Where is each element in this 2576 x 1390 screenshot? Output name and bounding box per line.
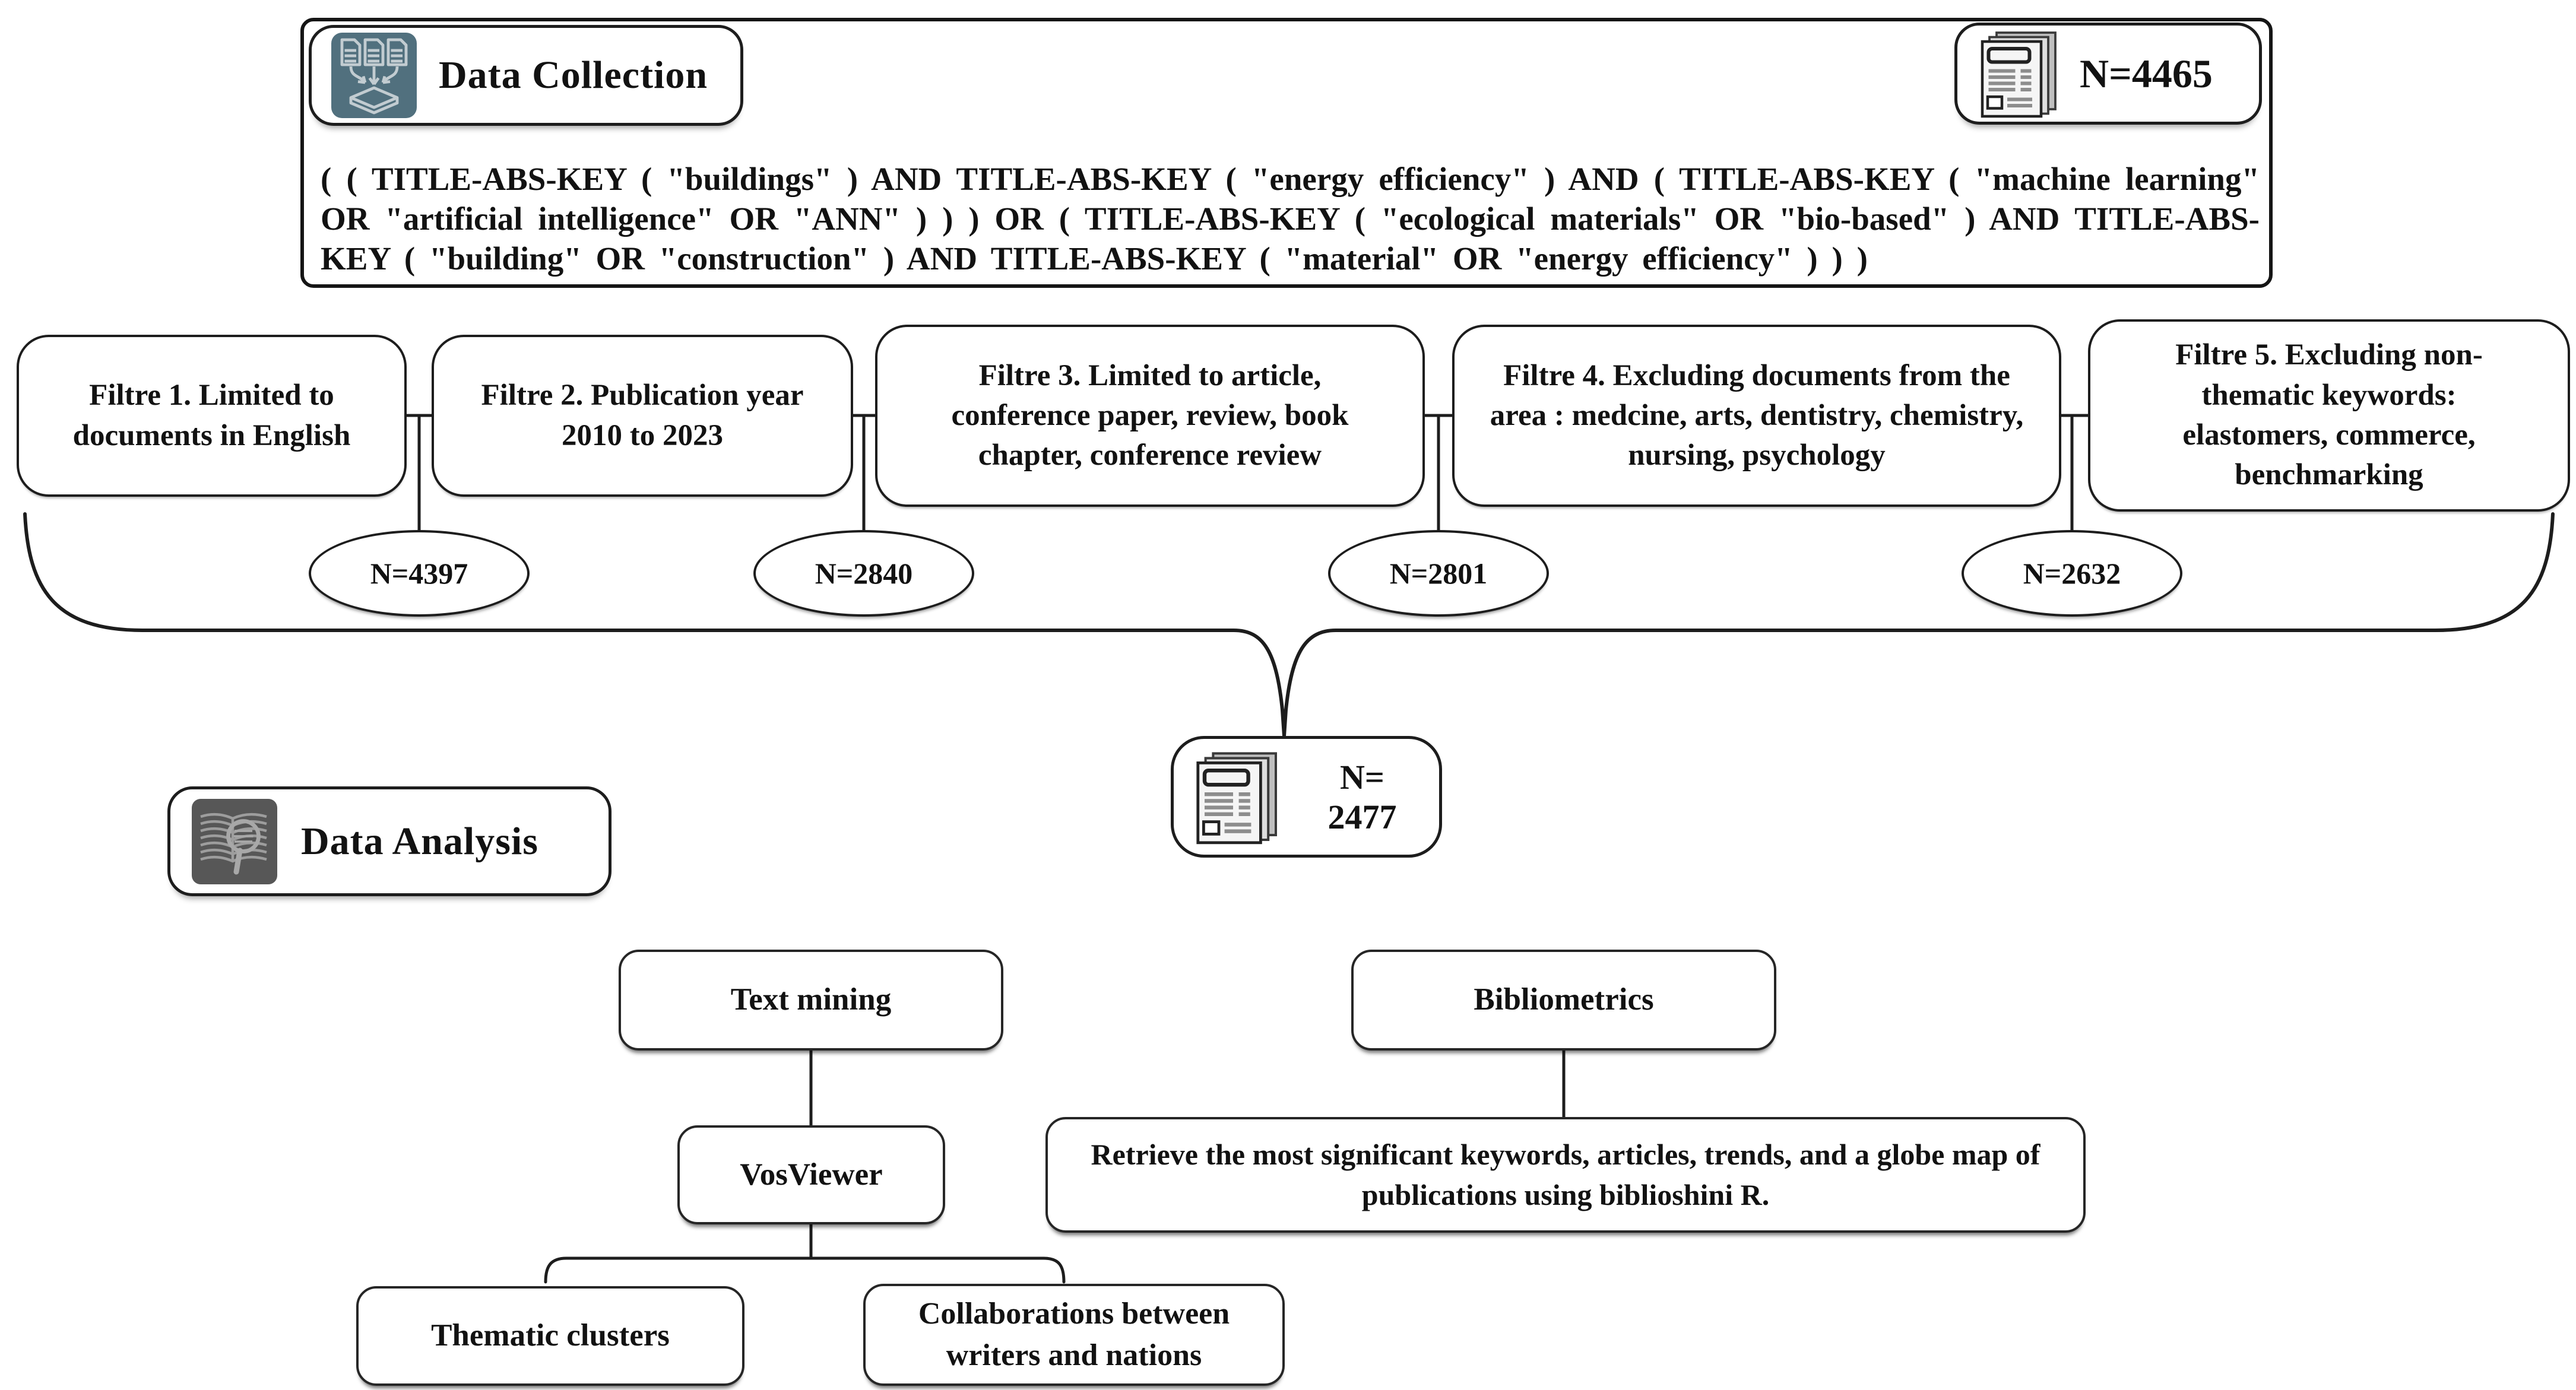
- funnel-bracket-right: [1282, 512, 2555, 738]
- dataset-count-badge: N=4465: [1954, 23, 2262, 125]
- filter-count-ellipse-2: N=2840: [753, 530, 974, 617]
- filter-label: Filtre 4. Excluding documents from the a…: [1490, 358, 2024, 472]
- filter-box-3: Filtre 3. Limited to article, conference…: [875, 325, 1425, 507]
- filter-label: Filtre 3. Limited to article, conference…: [951, 358, 1349, 472]
- filter-label: Filtre 1. Limited to documents in Englis…: [72, 379, 351, 452]
- documents-merge-icon: [331, 33, 417, 118]
- filter-count-ellipse-3: N=2801: [1328, 530, 1549, 617]
- collaborations-box: Collaborations between writers and natio…: [863, 1284, 1285, 1386]
- book-magnifier-icon: [192, 798, 277, 884]
- filter-count-ellipse-1: N=4397: [309, 530, 530, 617]
- filter-count: N=2632: [2023, 557, 2121, 590]
- text-mining-box: Text mining: [619, 950, 1003, 1051]
- vosviewer-branch-bar: [544, 1256, 1066, 1284]
- newspaper-stack-icon: [1981, 31, 2057, 118]
- thematic-clusters-box: Thematic clusters: [356, 1286, 744, 1386]
- dataset-count: N=4465: [2080, 50, 2213, 96]
- thematic-clusters-label: Thematic clusters: [431, 1318, 670, 1353]
- vosviewer-box: VosViewer: [677, 1125, 945, 1224]
- collaborations-label: Collaborations between writers and natio…: [918, 1296, 1230, 1372]
- data-collection-title: Data Collection: [439, 53, 708, 97]
- vosviewer-label: VosViewer: [740, 1157, 883, 1192]
- search-query-text: ( ( TITLE-ABS-KEY ( "buildings" ) AND TI…: [321, 161, 2260, 277]
- filter-box-1: Filtre 1. Limited to documents in Englis…: [17, 335, 407, 497]
- filter-label: Filtre 5. Excluding non-thematic keyword…: [2175, 338, 2483, 492]
- filter-box-4: Filtre 4. Excluding documents from the a…: [1452, 325, 2061, 507]
- bibliometrics-output-text: Retrieve the most significant keywords, …: [1091, 1138, 2040, 1211]
- filter-count: N=2801: [1389, 557, 1488, 590]
- filter-count-ellipse-4: N=2632: [1962, 530, 2182, 617]
- funnel-bracket-left: [23, 512, 1286, 738]
- filter-box-5: Filtre 5. Excluding non-thematic keyword…: [2088, 319, 2570, 512]
- filter-count: N=2840: [815, 557, 913, 590]
- filter-count: N=4397: [370, 557, 468, 590]
- data-collection-badge: Data Collection: [309, 25, 743, 126]
- filter-box-2: Filtre 2. Publication year 2010 to 2023: [432, 335, 853, 497]
- bibliometrics-output-box: Retrieve the most significant keywords, …: [1045, 1117, 2086, 1233]
- data-analysis-title: Data Analysis: [301, 819, 538, 863]
- merged-count: N= 2477: [1327, 757, 1397, 836]
- bibliometrics-box: Bibliometrics: [1351, 950, 1776, 1051]
- merged-count-badge: N= 2477: [1171, 736, 1442, 858]
- text-mining-label: Text mining: [730, 982, 892, 1017]
- filter-label: Filtre 2. Publication year 2010 to 2023: [481, 379, 804, 452]
- data-analysis-badge: Data Analysis: [167, 786, 611, 896]
- bibliometrics-label: Bibliometrics: [1474, 982, 1654, 1017]
- newspaper-stack-icon: [1196, 751, 1277, 844]
